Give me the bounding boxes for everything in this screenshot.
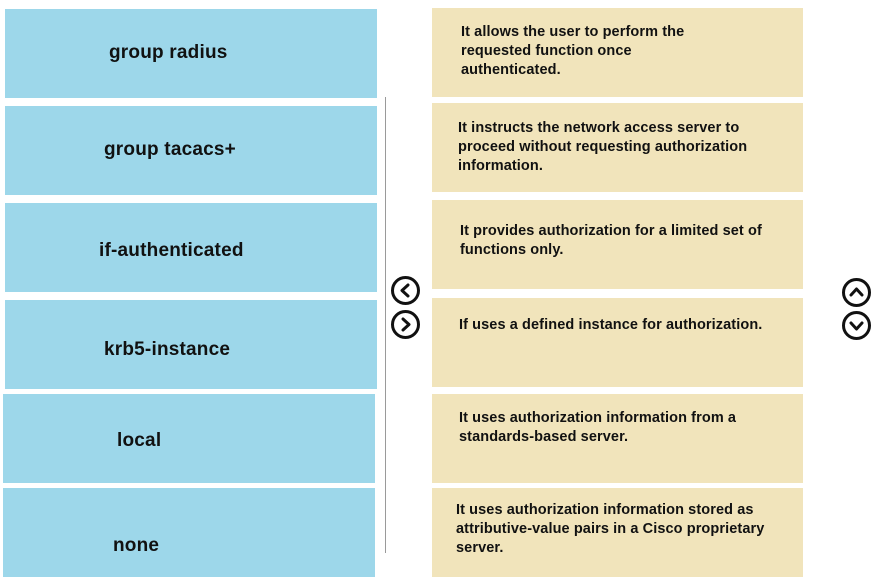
right-item-6[interactable]: It uses authorization information stored…: [432, 488, 803, 577]
right-item-text: It uses authorization information stored…: [456, 502, 765, 556]
left-item-label: local: [117, 430, 162, 451]
left-item-none[interactable]: none: [3, 488, 375, 577]
left-item-group-tacacs[interactable]: group tacacs+: [5, 106, 377, 195]
right-item-text: It instructs the network access server t…: [458, 120, 748, 174]
right-item-2[interactable]: It instructs the network access server t…: [432, 103, 803, 192]
left-item-local[interactable]: local: [3, 394, 375, 483]
left-item-group-radius[interactable]: group radius: [5, 9, 377, 98]
left-item-label: none: [113, 535, 160, 556]
right-item-1[interactable]: It allows the user to perform the reques…: [432, 8, 803, 97]
right-item-3[interactable]: It provides authorization for a limited …: [432, 200, 803, 289]
move-left-button[interactable]: [391, 276, 420, 305]
left-item-label: krb5-instance: [104, 339, 231, 360]
column-divider: [385, 97, 386, 553]
chevron-up-icon: [849, 287, 864, 297]
right-item-text: It allows the user to perform the reques…: [461, 24, 685, 78]
chevron-down-icon: [849, 321, 864, 331]
right-item-5[interactable]: It uses authorization information from a…: [432, 394, 803, 483]
chevron-right-icon: [401, 317, 411, 332]
left-item-krb5-instance[interactable]: krb5-instance: [5, 300, 377, 389]
move-up-button[interactable]: [842, 278, 871, 307]
right-item-text: It provides authorization for a limited …: [460, 223, 762, 258]
left-item-label: group radius: [109, 42, 228, 63]
right-item-4[interactable]: If uses a defined instance for authoriza…: [432, 298, 803, 387]
move-right-button[interactable]: [391, 310, 420, 339]
left-item-if-authenticated[interactable]: if-authenticated: [5, 203, 377, 292]
chevron-left-icon: [400, 283, 410, 298]
move-down-button[interactable]: [842, 311, 871, 340]
right-item-text: If uses a defined instance for authoriza…: [459, 317, 763, 333]
right-item-text: It uses authorization information from a…: [459, 410, 737, 445]
left-item-label: group tacacs+: [104, 139, 236, 160]
left-item-label: if-authenticated: [99, 240, 244, 261]
